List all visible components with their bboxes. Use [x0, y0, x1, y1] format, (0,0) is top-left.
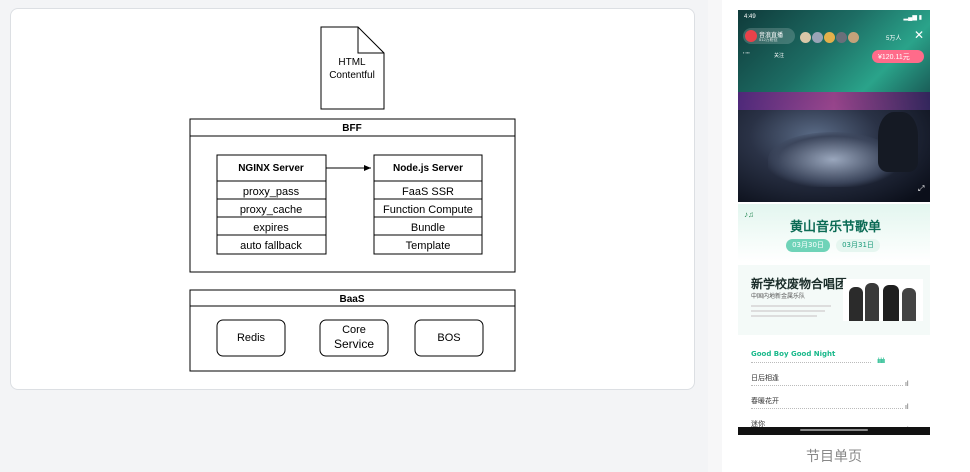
- pane-divider: [708, 0, 722, 472]
- nginx-title: NGINX Server: [238, 163, 304, 174]
- live-header: 4:49 ▂▄▆ ▮ 音浪直播 512万粉丝 5万人 ✕ ▪ ▪▪▪ 关注 ¥1…: [738, 10, 930, 92]
- node-item-bundle: Bundle: [411, 222, 445, 234]
- artist-card[interactable]: 新学校废物合唱团 中国内地新金属乐队: [738, 265, 930, 335]
- stage-lights: [738, 92, 930, 110]
- preview-caption: 节目单页: [806, 449, 862, 465]
- festival-banner: ♪♫ 黄山音乐节歌单 03月30日 03月31日: [738, 204, 930, 262]
- core-service-label-line1: Core: [342, 324, 366, 336]
- reward-amount: ¥120.11元: [878, 54, 910, 61]
- room-sub: 512万粉丝: [759, 37, 778, 42]
- html-document-shape: HTML Contentful: [320, 26, 385, 110]
- bos-label: BOS: [437, 332, 460, 344]
- waveform-icon: ılıılıılı: [877, 358, 885, 365]
- artist-sub: 中国内地新金属乐队: [751, 293, 806, 300]
- home-indicator-bar: [738, 427, 930, 435]
- baas-title: BaaS: [339, 294, 364, 305]
- baas-container: BaaS Redis Core Service BOS: [189, 289, 516, 372]
- room-name: 音浪直播: [759, 33, 784, 39]
- waveform-icon: ıl: [905, 404, 909, 411]
- html-label-line1: HTML: [338, 57, 366, 68]
- artist-desc-lines: [751, 303, 839, 317]
- viewer-avatars: [800, 30, 859, 48]
- nginx-item-auto-fallback: auto fallback: [240, 240, 302, 252]
- status-time: 4:49: [744, 14, 756, 20]
- room-avatar: [745, 30, 757, 42]
- track-title: 日后相逢: [751, 374, 779, 382]
- drummer-figure: [768, 132, 898, 187]
- waveform-icon: ıl: [905, 381, 909, 388]
- node-title: Node.js Server: [393, 163, 463, 174]
- band-photo: [843, 279, 923, 321]
- bos-box: [414, 319, 484, 357]
- fullscreen-icon[interactable]: ⤢: [918, 184, 925, 193]
- performer-figure: [878, 112, 918, 172]
- viewer-count: 5万人: [886, 36, 902, 42]
- node-item-faas-ssr: FaaS SSR: [402, 186, 454, 198]
- phone-preview[interactable]: 4:49 ▂▄▆ ▮ 音浪直播 512万粉丝 5万人 ✕ ▪ ▪▪▪ 关注 ¥1…: [738, 10, 930, 435]
- festival-logo: ♪♫: [744, 210, 754, 219]
- bff-title: BFF: [342, 123, 361, 134]
- date-tab-0330[interactable]: 03月30日: [786, 239, 830, 252]
- track-title: 迷你: [751, 420, 765, 428]
- nginx-item-proxy-pass: proxy_pass: [243, 186, 300, 198]
- track-title: Good Boy Good Night: [751, 350, 836, 358]
- html-label-line2: Contentful: [329, 70, 375, 81]
- redis-label: Redis: [237, 332, 266, 344]
- redis-box: [216, 319, 286, 357]
- room-badge[interactable]: 音浪直播 512万粉丝: [743, 28, 795, 44]
- close-icon[interactable]: ✕: [914, 28, 925, 42]
- diagram-card: HTML Contentful BFF NGINX Server proxy_p…: [10, 8, 695, 390]
- core-service-box: [319, 319, 389, 357]
- festival-title: 黄山音乐节歌单: [790, 220, 882, 235]
- track-title: 春暖花开: [751, 397, 779, 405]
- track-item[interactable]: 日后相逢 ıl: [751, 373, 921, 395]
- track-item[interactable]: Good Boy Good Night ılıılıılı: [751, 350, 921, 372]
- node-item-template: Template: [406, 240, 451, 252]
- nginx-item-proxy-cache: proxy_cache: [240, 204, 302, 216]
- reward-pill[interactable]: ¥120.11元: [872, 50, 924, 63]
- architecture-diagram: HTML Contentful BFF NGINX Server proxy_p…: [189, 26, 516, 372]
- artist-name: 新学校废物合唱团: [751, 277, 848, 291]
- follow-button[interactable]: 关注: [774, 53, 785, 59]
- node-item-function-compute: Function Compute: [383, 204, 473, 216]
- live-meta: ▪ ▪▪▪: [743, 50, 750, 55]
- date-tab-0331[interactable]: 03月31日: [836, 239, 880, 252]
- live-video[interactable]: ⤢: [738, 92, 930, 202]
- track-item[interactable]: 春暖花开 ıl: [751, 396, 921, 418]
- core-service-label-line2: Service: [334, 337, 374, 351]
- nginx-item-expires: expires: [253, 222, 289, 234]
- status-icons: ▂▄▆ ▮: [903, 15, 922, 21]
- nginx-server-table: NGINX Server proxy_pass proxy_cache expi…: [216, 154, 327, 255]
- node-server-table: Node.js Server FaaS SSR Function Compute…: [373, 154, 483, 255]
